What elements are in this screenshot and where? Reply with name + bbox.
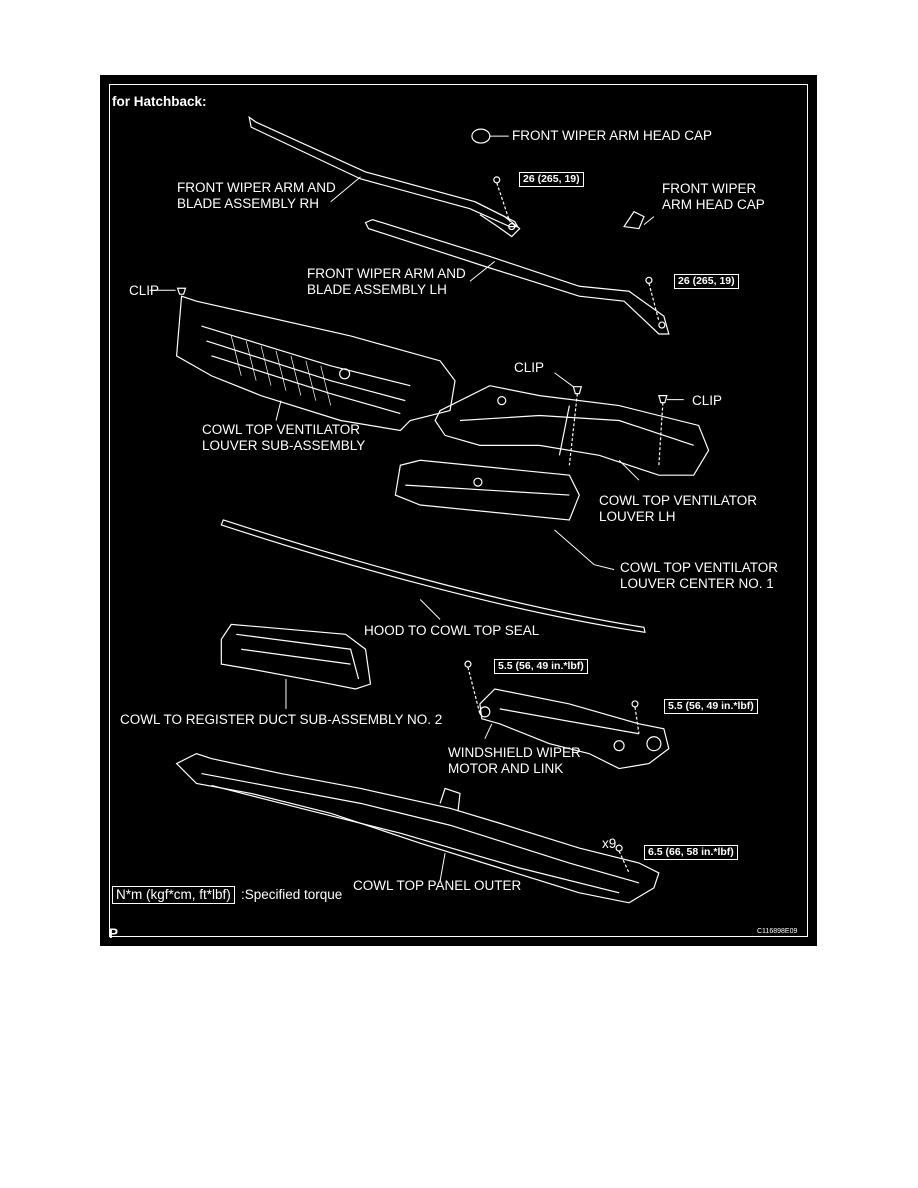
figure-code: C116898E09: [757, 928, 798, 935]
label-wiper-arm-rh: FRONT WIPER ARM AND BLADE ASSEMBLY RH: [177, 180, 336, 211]
nut-lh: [645, 276, 653, 284]
leader-lines: [149, 135, 684, 882]
diagram-heading: for Hatchback:: [112, 94, 207, 109]
label-wiper-motor-link: WINDSHIELD WIPER MOTOR AND LINK: [448, 745, 581, 776]
louver-center-no1: [394, 459, 580, 521]
label-cowl-panel-outer: COWL TOP PANEL OUTER: [353, 878, 522, 893]
torque-spec-lh: 26 (265, 19): [674, 274, 739, 289]
hood-seal: [220, 519, 646, 634]
clip-2-part: [572, 386, 583, 395]
louver-sub-assembly: [175, 295, 456, 432]
corner-mark: P: [109, 926, 119, 941]
torque-spec-motor-1: 5.5 (56, 49 in.*lbf): [494, 659, 588, 674]
cowl-register-duct: [220, 623, 372, 690]
torque-legend-text: :Specified torque: [241, 887, 343, 902]
label-hood-seal: HOOD TO COWL TOP SEAL: [364, 623, 540, 638]
label-louver-sub-assembly: COWL TOP VENTILATOR LOUVER SUB-ASSEMBLY: [202, 422, 366, 453]
nut-rh: [493, 176, 501, 184]
bolt-motor-1: [464, 660, 472, 668]
bolt-motor-2: [631, 700, 639, 708]
diagram-frame: for Hatchback: FRONT WIPER ARM HEAD CAP …: [100, 75, 817, 946]
label-head-cap-1: FRONT WIPER ARM HEAD CAP: [512, 128, 713, 143]
label-head-cap-2: FRONT WIPER ARM HEAD CAP: [662, 181, 765, 212]
label-clip-1: CLIP: [129, 283, 160, 298]
head-cap-2: [623, 210, 645, 230]
inner-border: [109, 84, 808, 937]
label-louver-center: COWL TOP VENTILATOR LOUVER CENTER NO. 1: [620, 560, 779, 591]
label-clip-3: CLIP: [692, 393, 723, 408]
bolt-panel: [615, 844, 623, 852]
parts-illustration: [149, 115, 710, 904]
torque-legend-box: N*m (kgf*cm, ft*lbf): [112, 886, 235, 904]
torque-spec-panel: 6.5 (66, 58 in.*lbf): [644, 845, 738, 860]
label-wiper-arm-lh: FRONT WIPER ARM AND BLADE ASSEMBLY LH: [307, 266, 466, 297]
label-clip-2: CLIP: [514, 360, 545, 375]
wiper-motor-link: [479, 688, 670, 770]
label-x9: x9: [602, 836, 617, 851]
head-cap-1: [471, 128, 491, 144]
louver-lh: [434, 385, 710, 476]
label-louver-lh: COWL TOP VENTILATOR LOUVER LH: [599, 493, 758, 524]
wiper-arm-lh: [364, 218, 670, 335]
label-cowl-register-duct: COWL TO REGISTER DUCT SUB-ASSEMBLY NO. 2: [120, 712, 443, 727]
clip-1-part: [176, 287, 187, 295]
wiper-arm-rh: [248, 115, 521, 238]
cowl-top-panel-outer: [175, 752, 660, 904]
torque-spec-motor-2: 5.5 (56, 49 in.*lbf): [664, 699, 758, 714]
torque-spec-rh: 26 (265, 19): [519, 172, 584, 187]
clip-3-part: [658, 395, 668, 404]
